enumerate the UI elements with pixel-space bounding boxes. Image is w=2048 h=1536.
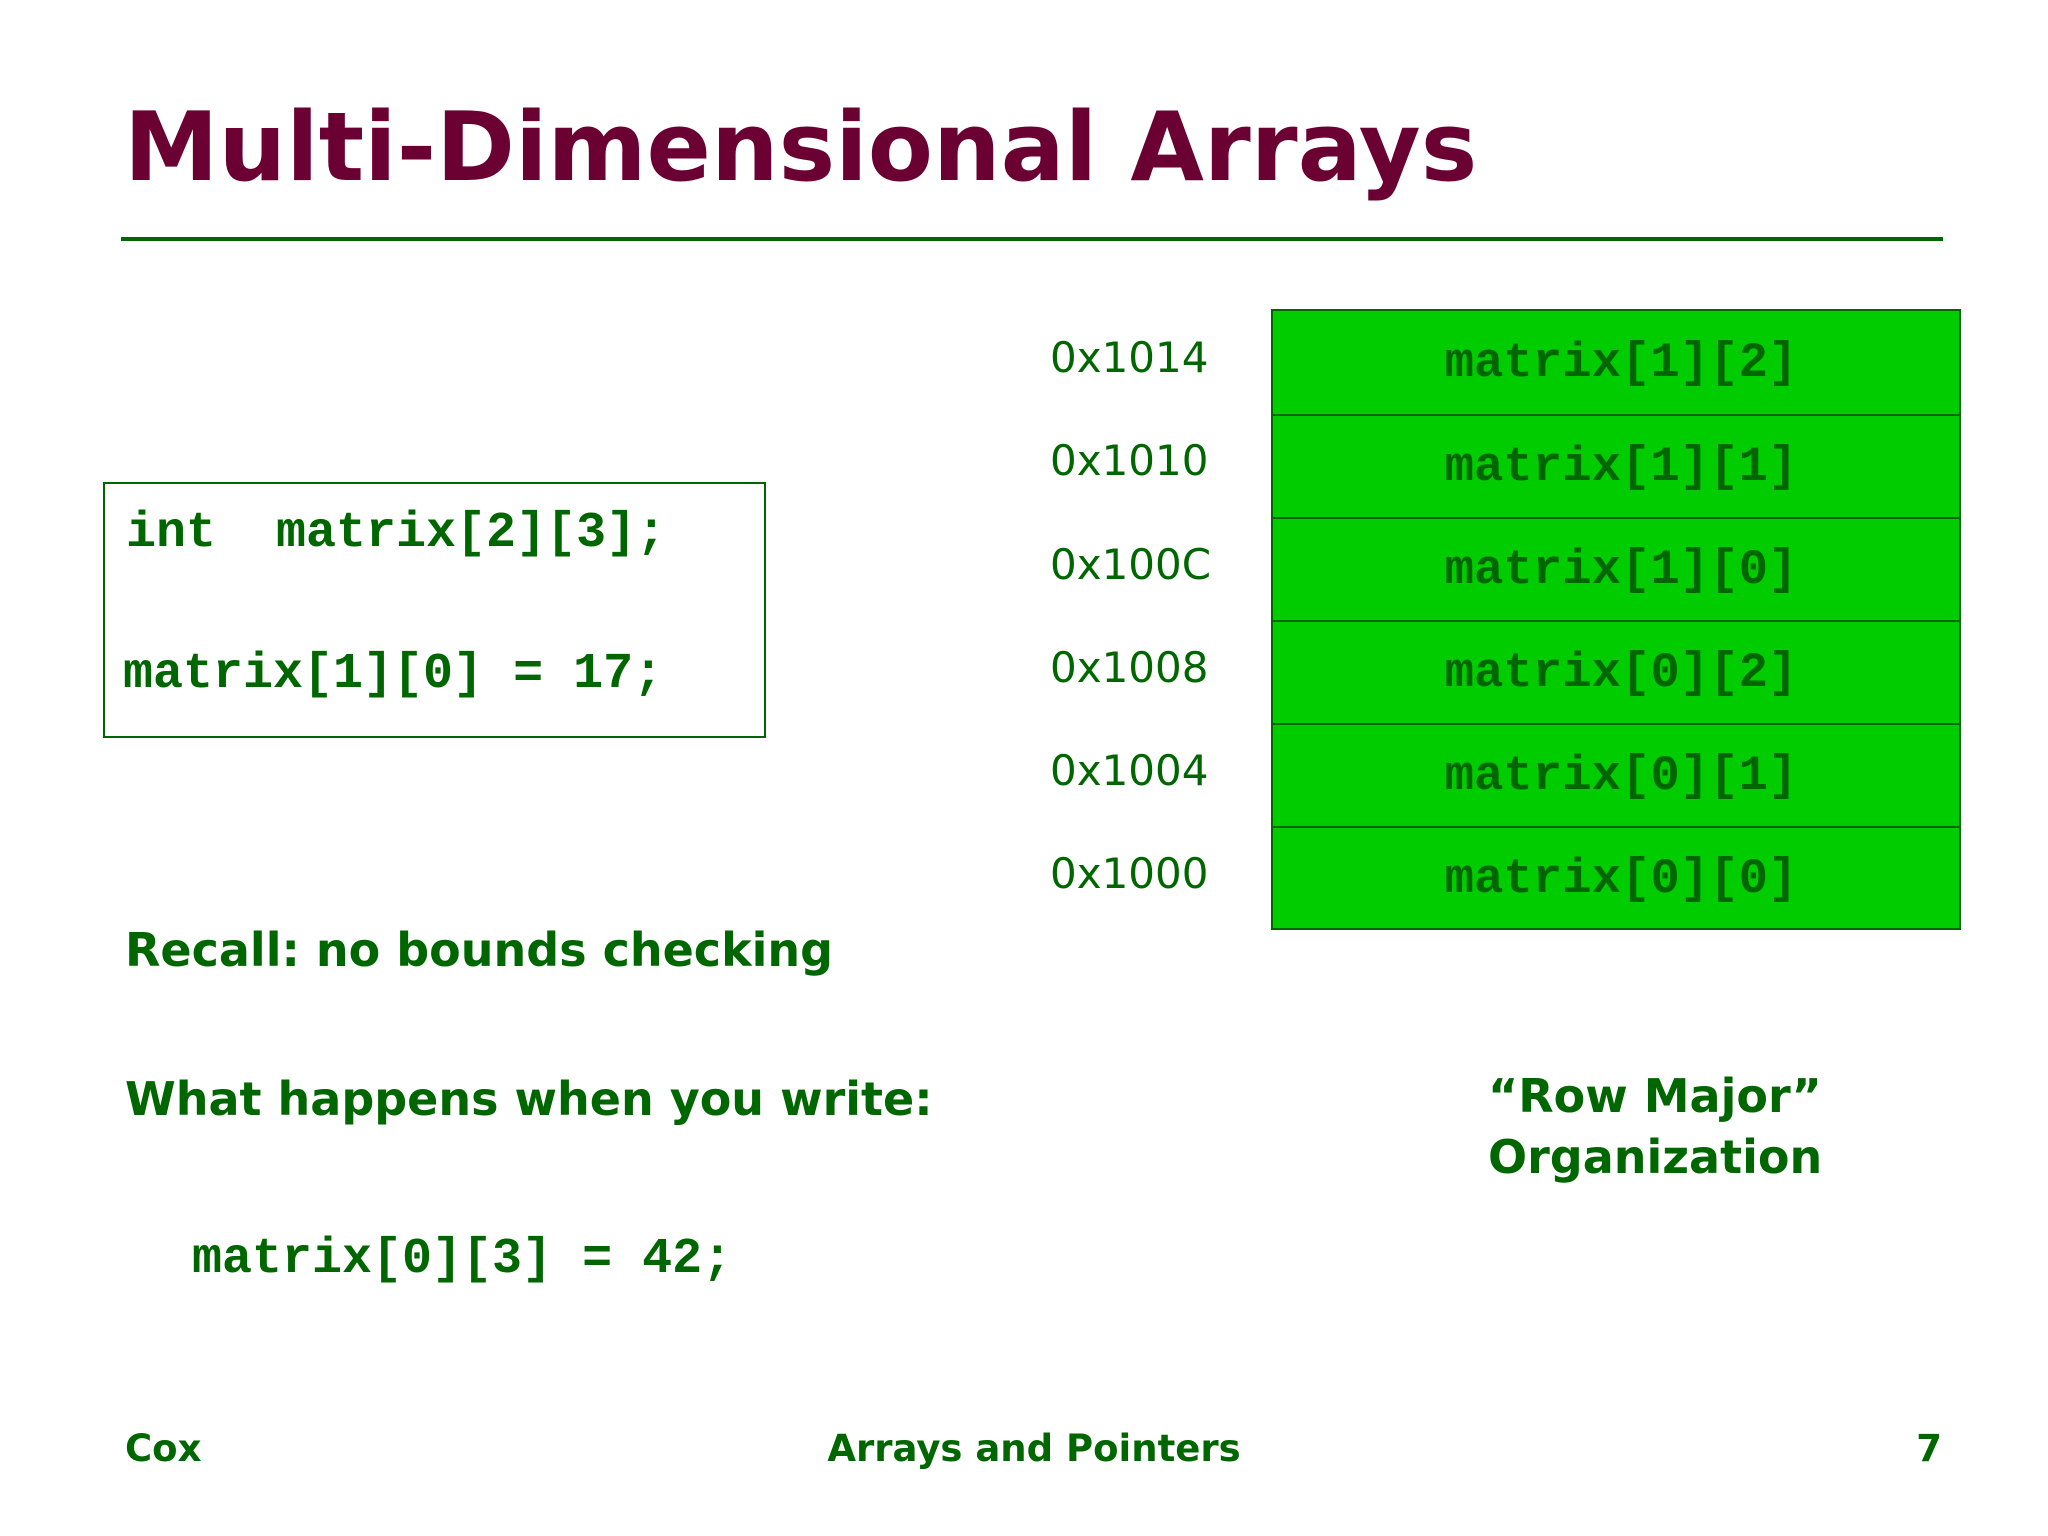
footer-topic: Arrays and Pointers <box>827 1427 1241 1470</box>
memory-cell: matrix[0][2] <box>1273 620 1959 723</box>
code-assignment: matrix[1][0] = 17; <box>123 646 664 703</box>
address-label: 0x1010 <box>1050 436 1209 485</box>
row-major-caption: “Row Major” Organization <box>1488 1066 1822 1188</box>
memory-cell: matrix[1][1] <box>1273 414 1959 517</box>
page-number: 7 <box>1916 1427 1942 1470</box>
memory-cell: matrix[1][0] <box>1273 517 1959 620</box>
code-declaration: int matrix[2][3]; <box>126 505 667 562</box>
caption-line: Organization <box>1488 1130 1823 1184</box>
recall-note: Recall: no bounds checking <box>125 923 834 977</box>
title-divider <box>121 237 1943 241</box>
footer-author: Cox <box>125 1427 202 1470</box>
memory-cell: matrix[0][1] <box>1273 723 1959 826</box>
memory-cell: matrix[1][2] <box>1444 334 1798 391</box>
address-label: 0x100C <box>1050 540 1212 589</box>
question-text: What happens when you write: <box>125 1072 933 1126</box>
caption-line: “Row Major” <box>1488 1069 1822 1123</box>
address-label: 0x1000 <box>1050 849 1209 898</box>
slide-title: Multi-Dimensional Arrays <box>124 93 1478 203</box>
memory-layout-diagram: matrix[1][2] matrix[1][1] matrix[1][0] m… <box>1271 309 1961 930</box>
address-label: 0x1004 <box>1050 746 1209 795</box>
code-box: int matrix[2][3]; matrix[1][0] = 17; <box>103 482 766 738</box>
memory-cell: matrix[0][0] <box>1273 826 1959 929</box>
example-code: matrix[0][3] = 42; <box>192 1231 733 1288</box>
address-label: 0x1014 <box>1050 333 1209 382</box>
address-label: 0x1008 <box>1050 643 1209 692</box>
